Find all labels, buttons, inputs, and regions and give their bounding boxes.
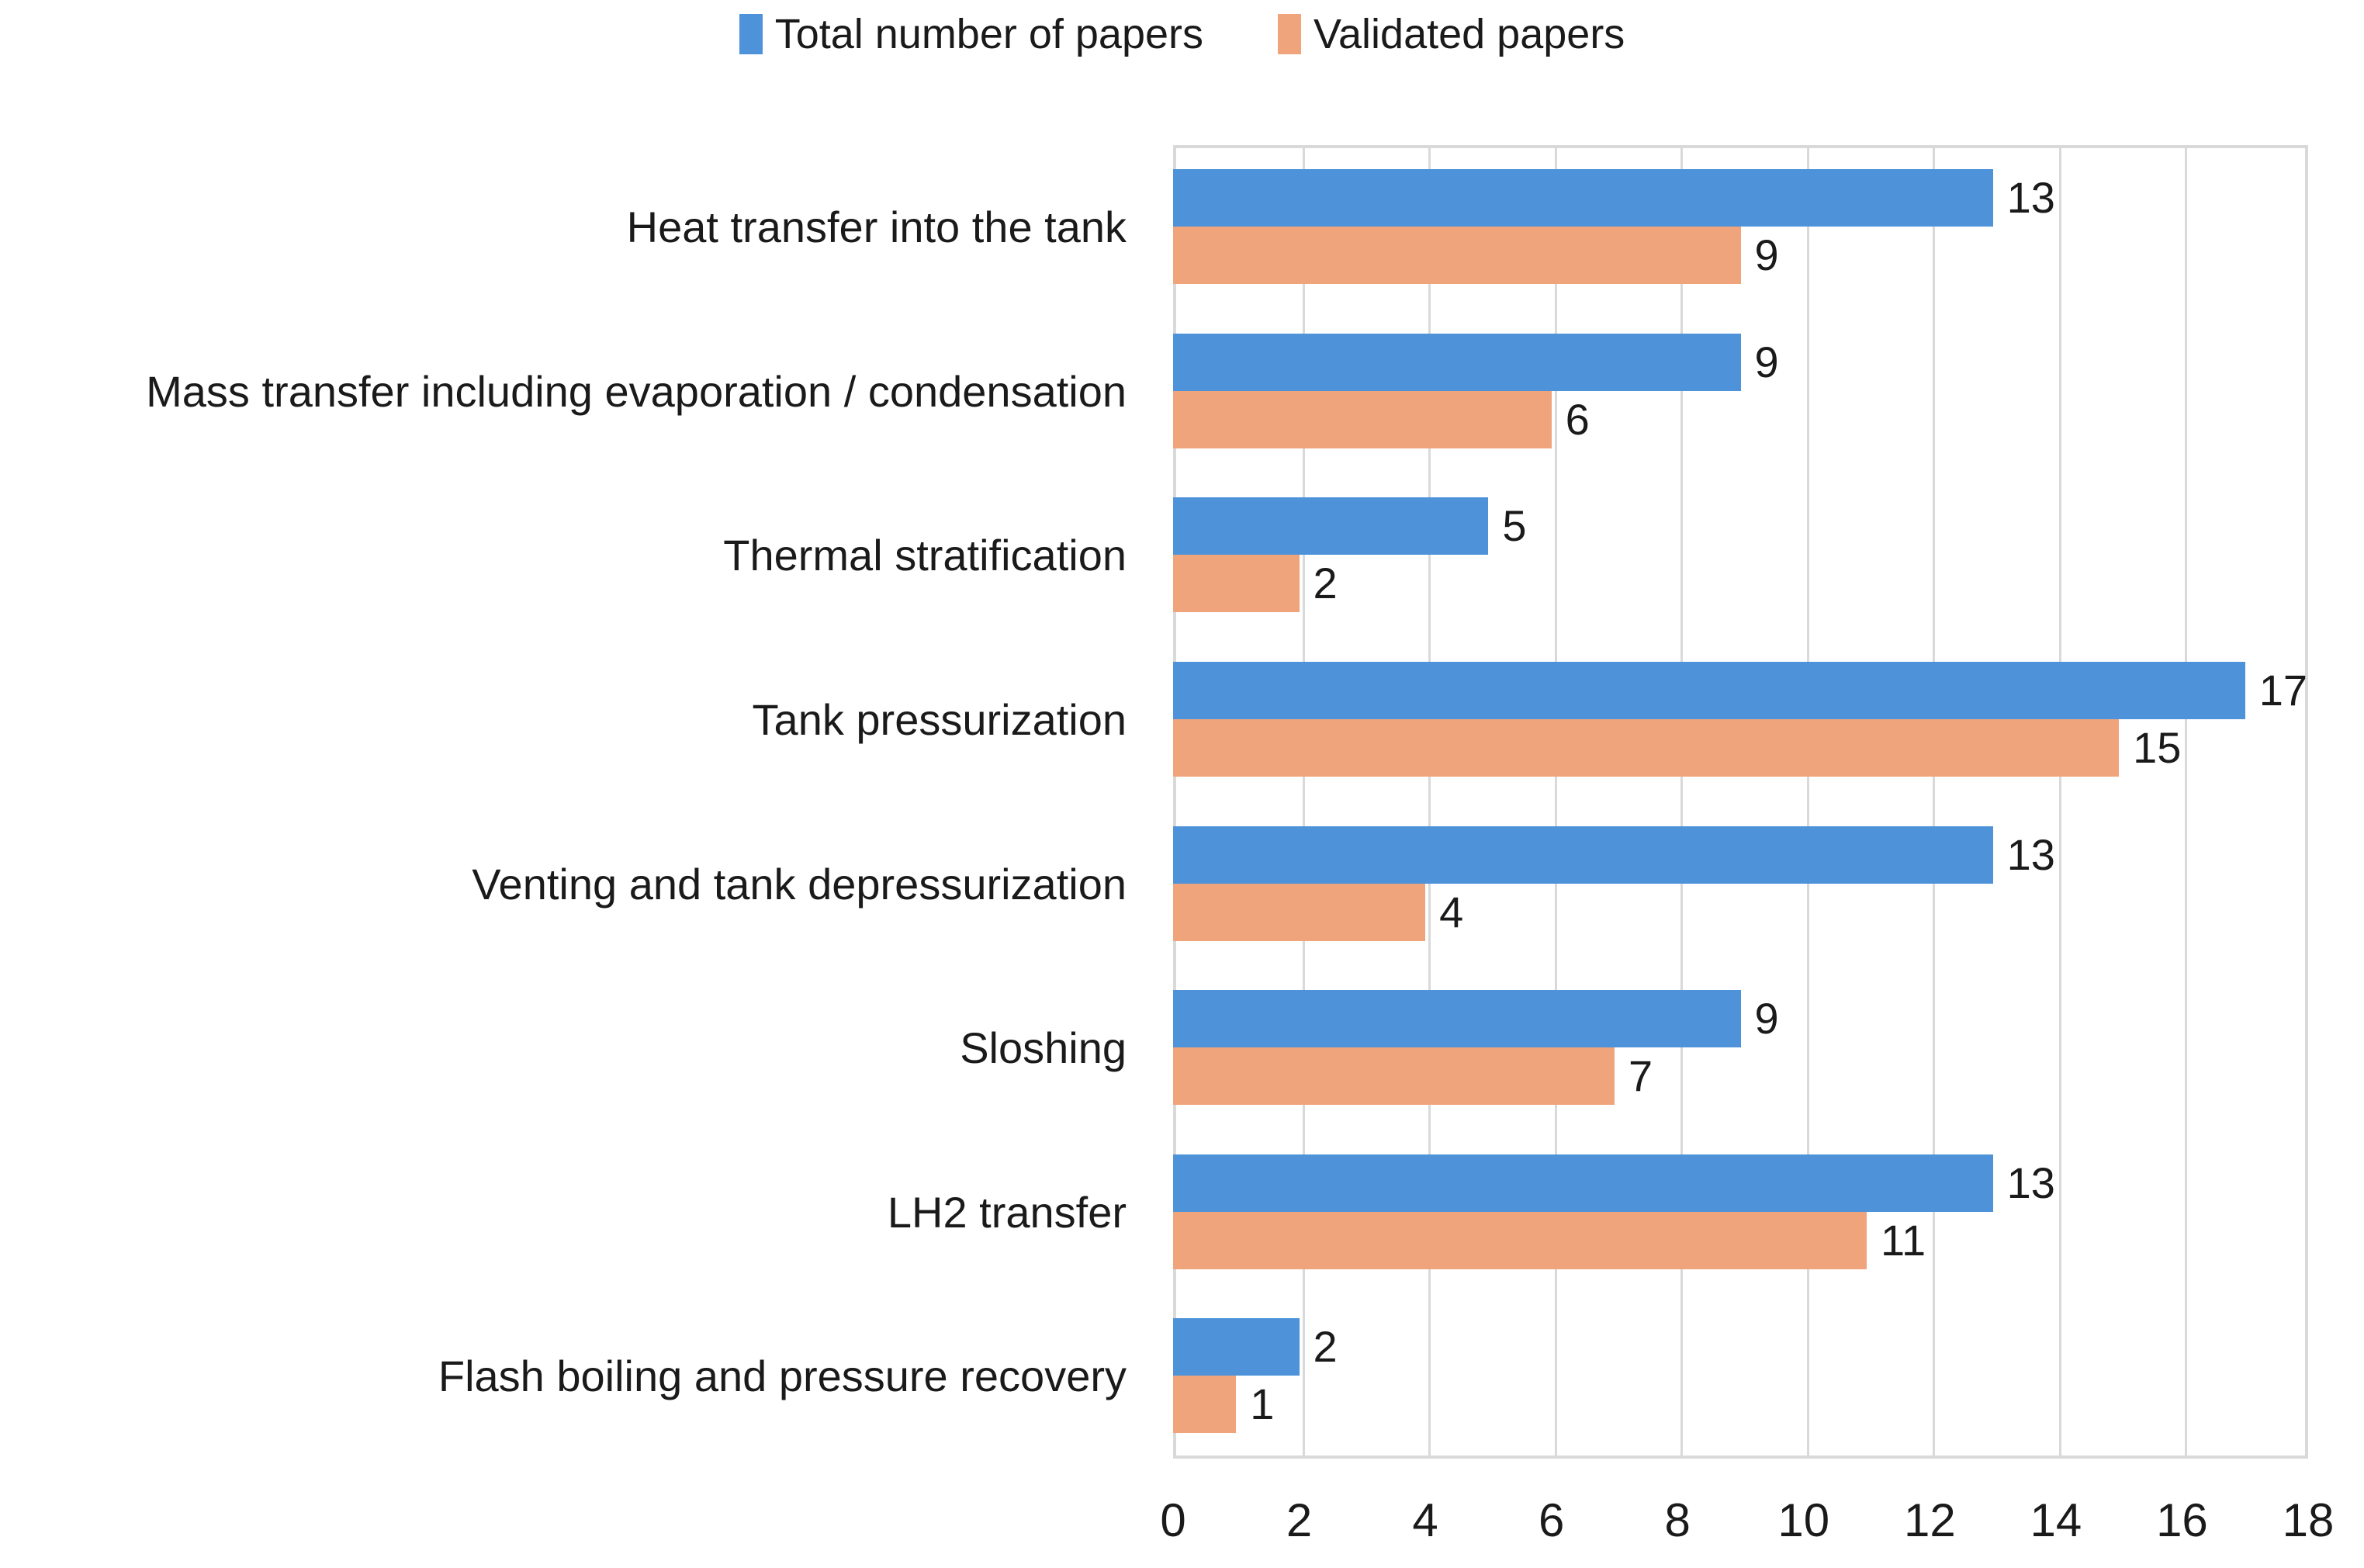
bar-value-label-total: 9 [1754,994,1779,1044]
bar-value-label-validated: 9 [1754,230,1779,279]
bar-value-label-total: 13 [2006,173,2055,222]
bar-total[interactable] [1173,497,1489,556]
bar-value-label-validated: 6 [1565,394,1590,444]
x-axis-tick-label: 12 [1903,1494,1956,1546]
y-axis-label-row: Tank pressurization [0,638,1150,802]
bar-value-label-total: 5 [1502,501,1527,551]
bar-value-label-total: 17 [2258,665,2308,715]
bar-value-label-total: 13 [2006,829,2055,879]
y-axis-label: Sloshing [960,1023,1127,1073]
x-axis-tick-label: 6 [1538,1494,1565,1546]
gridline [1680,148,1684,1456]
y-axis-label-row: Thermal stratification [0,473,1150,638]
gridline [1302,148,1305,1456]
gridline [1554,148,1557,1456]
legend-item-total: Total number of papers [739,13,1203,55]
y-axis-label: Mass transfer including evaporation / co… [146,366,1127,416]
y-axis-label-row: Venting and tank depressurization [0,802,1150,967]
bar-validated[interactable] [1173,390,1552,448]
bar-value-label-validated: 2 [1313,559,1338,608]
x-axis-tick-label: 8 [1664,1494,1691,1546]
x-axis-tick-label: 0 [1160,1494,1186,1546]
bar-total[interactable] [1173,661,2245,719]
x-axis-tick-label: 16 [2156,1494,2208,1546]
bar-total[interactable] [1173,1154,1993,1212]
legend-label-validated: Validated papers [1314,11,1625,57]
bar-value-label-validated: 11 [1881,1215,1926,1265]
y-axis-label-row: Heat transfer into the tank [0,145,1150,310]
y-axis-label: LH2 transfer [887,1187,1127,1237]
bar-value-label-total: 13 [2006,1158,2055,1207]
bar-value-label-total: 9 [1754,337,1779,386]
bar-group: 13 9 [1173,145,2308,310]
chart-legend: Total number of papers Validated papers [0,6,2364,62]
bar-total[interactable] [1173,333,1741,391]
bar-value-label-validated: 7 [1628,1051,1653,1101]
gridline [2058,148,2061,1456]
bar-total[interactable] [1173,826,1993,884]
bar-validated[interactable] [1173,718,2120,777]
legend-label-total: Total number of papers [774,11,1204,57]
y-axis-label-row: LH2 transfer [0,1130,1150,1295]
bar-group: 13 4 [1173,802,2308,967]
y-axis-label-row: Sloshing [0,966,1150,1130]
y-axis-label: Heat transfer into the tank [626,202,1127,252]
y-axis-label-row: Mass transfer including evaporation / co… [0,310,1150,474]
bar-validated[interactable] [1173,1211,1867,1269]
bar-value-label-validated: 1 [1250,1379,1275,1429]
bar-validated[interactable] [1173,227,1741,284]
y-axis-label: Thermal stratification [723,531,1127,580]
x-axis-tick-label: 10 [1777,1494,1830,1546]
legend-swatch-total-icon [739,14,763,54]
gridline [1933,148,1936,1456]
bar-validated[interactable] [1173,555,1300,613]
legend-item-validated: Validated papers [1278,13,1625,55]
bar-total[interactable] [1173,169,1993,227]
bar-value-label-total: 2 [1313,1322,1338,1372]
x-axis-tick-label: 14 [2030,1494,2082,1546]
x-axis-tick-label: 2 [1286,1494,1313,1546]
gridline [1806,148,1809,1456]
y-axis-label: Venting and tank depressurization [472,859,1127,909]
bar-value-label-validated: 15 [2133,722,2182,772]
x-axis-tick-label: 18 [2282,1494,2335,1546]
gridline [1428,148,1431,1456]
y-axis-label-row: Flash boiling and pressure recovery [0,1294,1150,1459]
x-axis-tick-label: 4 [1412,1494,1438,1546]
bar-value-label-validated: 4 [1439,887,1464,936]
y-axis-label: Tank pressurization [752,694,1127,744]
x-axis-tick-labels: 0 2 4 6 8 10 12 14 16 18 [1160,1494,2334,1559]
y-axis-label: Flash boiling and pressure recovery [438,1352,1127,1401]
gridline [2185,148,2188,1456]
bar-total[interactable] [1173,1318,1300,1376]
bar-group: 13 11 [1173,1130,2308,1295]
bar-validated[interactable] [1173,1047,1615,1106]
bar-validated[interactable] [1173,1376,1237,1434]
bar-total[interactable] [1173,990,1741,1048]
legend-swatch-validated-icon [1278,14,1302,54]
bar-validated[interactable] [1173,883,1426,941]
